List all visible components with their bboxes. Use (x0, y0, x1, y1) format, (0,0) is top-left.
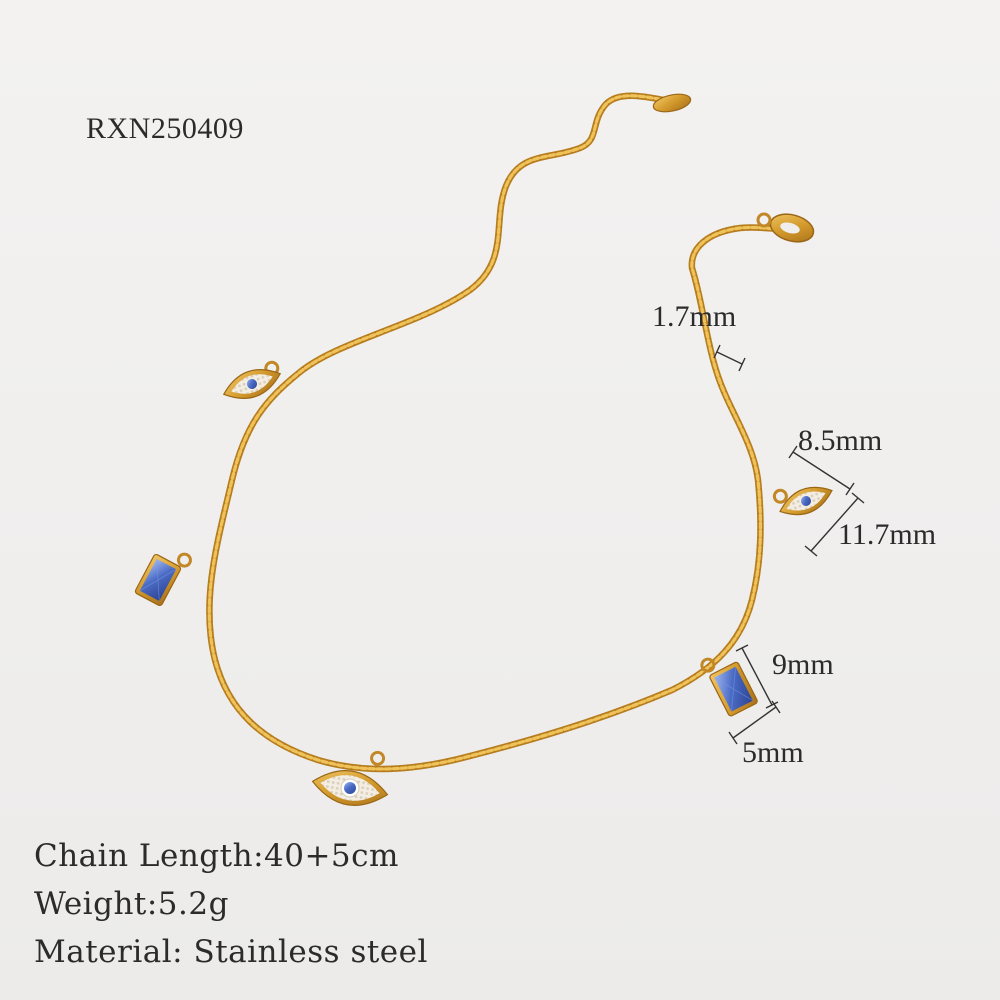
weight-spec: Weight:5.2g (34, 886, 229, 922)
eye-height-label: 11.7mm (838, 518, 937, 551)
extender-tag (652, 93, 692, 113)
lobster-clasp (756, 212, 815, 243)
chain-length-spec: Chain Length:40+5cm (34, 838, 399, 874)
evil-eye-charm (222, 360, 282, 399)
evil-eye-charm (772, 486, 833, 516)
rect-width-label: 5mm (742, 736, 804, 769)
evil-eye-charm (311, 750, 389, 806)
product-code: RXN250409 (86, 112, 244, 145)
chain-thickness-label: 1.7mm (652, 300, 737, 333)
blue-rectangle-charm (134, 552, 192, 607)
eye-width-label: 8.5mm (798, 424, 883, 457)
blue-rectangle-charm (700, 657, 758, 717)
rect-height-label: 9mm (772, 648, 834, 681)
dimension-lines (713, 344, 865, 745)
chain (206, 92, 784, 773)
material-spec: Material: Stainless steel (34, 934, 428, 970)
